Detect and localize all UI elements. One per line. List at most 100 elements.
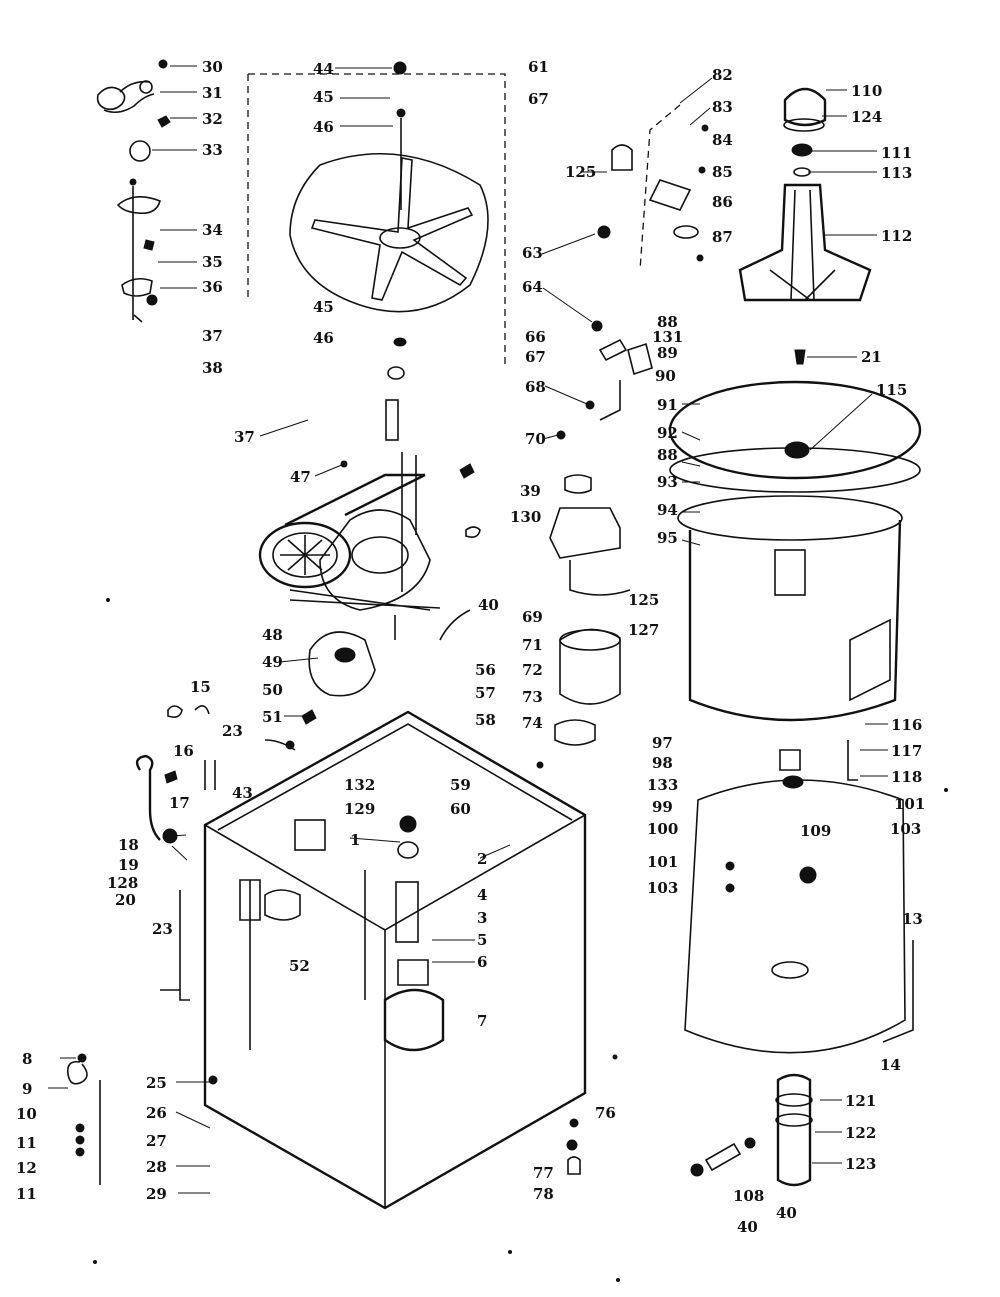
part-label: 109 xyxy=(800,822,831,840)
part-label: 47 xyxy=(290,468,311,486)
part-label: 68 xyxy=(525,378,546,396)
part-label: 5 xyxy=(477,931,487,949)
part-label: 101 xyxy=(647,853,678,871)
scan-specks xyxy=(93,598,948,1282)
part-label: 13 xyxy=(902,910,923,928)
part-label: 87 xyxy=(712,228,733,246)
part-label: 94 xyxy=(657,501,678,519)
leader-lines xyxy=(48,65,888,1194)
part-label: 97 xyxy=(652,734,673,752)
part-label: 46 xyxy=(313,118,334,136)
part-label: 4 xyxy=(477,886,487,904)
part-label: 88 xyxy=(657,446,678,464)
part-label: 83 xyxy=(712,98,733,116)
part-label: 61 xyxy=(528,58,549,76)
part-label: 129 xyxy=(344,800,375,818)
part-label: 30 xyxy=(202,58,223,76)
part-label: 9 xyxy=(22,1080,32,1098)
part-label: 92 xyxy=(657,424,678,442)
part-label: 26 xyxy=(146,1104,167,1122)
part-label: 40 xyxy=(737,1218,758,1236)
part-label: 70 xyxy=(525,430,546,448)
part-label: 44 xyxy=(313,60,334,78)
part-label: 91 xyxy=(657,396,678,414)
part-number-labels: 30 31 32 33 34 35 36 37 38 37 44 45 46 4… xyxy=(16,58,925,1236)
water-valve-assembly xyxy=(96,59,171,323)
part-label: 34 xyxy=(202,221,223,239)
part-label: 32 xyxy=(202,110,223,128)
part-label: 60 xyxy=(450,800,471,818)
part-label: 89 xyxy=(657,344,678,362)
part-label: 122 xyxy=(845,1124,876,1142)
part-label: 130 xyxy=(510,508,541,526)
pump-motor xyxy=(536,474,631,1175)
part-label: 40 xyxy=(478,596,499,614)
part-label: 86 xyxy=(712,193,733,211)
part-label: 43 xyxy=(232,784,253,802)
part-label: 56 xyxy=(475,661,496,679)
part-label: 99 xyxy=(652,798,673,816)
part-label: 15 xyxy=(190,678,211,696)
cabinet xyxy=(203,710,587,1210)
part-label: 124 xyxy=(851,108,882,126)
part-label: 29 xyxy=(146,1185,167,1203)
part-label: 45 xyxy=(313,298,334,316)
part-label: 39 xyxy=(520,482,541,500)
part-label: 93 xyxy=(657,473,678,491)
part-label: 6 xyxy=(477,953,487,971)
part-label: 123 xyxy=(845,1155,876,1173)
part-label: 49 xyxy=(262,653,283,671)
tub-and-agitator xyxy=(668,87,922,1187)
part-label: 113 xyxy=(881,164,912,182)
part-label: 59 xyxy=(450,776,471,794)
part-label: 63 xyxy=(522,244,543,262)
part-label: 118 xyxy=(891,768,922,786)
part-label: 103 xyxy=(647,879,678,897)
part-label: 38 xyxy=(202,359,223,377)
part-label: 101 xyxy=(894,795,925,813)
part-label: 12 xyxy=(16,1159,37,1177)
part-label: 10 xyxy=(16,1105,37,1123)
part-label: 2 xyxy=(477,850,487,868)
part-label: 127 xyxy=(628,621,659,639)
part-label: 18 xyxy=(118,836,139,854)
part-label: 31 xyxy=(202,84,223,102)
part-label: 48 xyxy=(262,626,283,644)
part-label: 125 xyxy=(565,163,596,181)
part-label: 3 xyxy=(477,909,487,927)
part-label: 74 xyxy=(522,714,543,732)
part-label: 58 xyxy=(475,711,496,729)
part-label: 108 xyxy=(733,1187,764,1205)
part-label: 64 xyxy=(522,278,543,296)
transmission-gearcase xyxy=(258,399,481,725)
part-label: 115 xyxy=(876,381,907,399)
part-label: 125 xyxy=(628,591,659,609)
part-label: 1 xyxy=(350,831,360,849)
part-label: 117 xyxy=(891,742,922,760)
part-label: 98 xyxy=(652,754,673,772)
part-label: 100 xyxy=(647,820,678,838)
part-label: 67 xyxy=(525,348,546,366)
part-label: 8 xyxy=(22,1050,32,1068)
part-label: 23 xyxy=(222,722,243,740)
part-label: 16 xyxy=(173,742,194,760)
part-label: 35 xyxy=(202,253,223,271)
part-label: 67 xyxy=(528,90,549,108)
part-label: 90 xyxy=(655,367,676,385)
part-label: 73 xyxy=(522,688,543,706)
part-label: 110 xyxy=(851,82,882,100)
part-label: 46 xyxy=(313,329,334,347)
part-label: 78 xyxy=(533,1185,554,1203)
part-label: 45 xyxy=(313,88,334,106)
part-label: 19 xyxy=(118,856,139,874)
part-label: 37 xyxy=(202,327,223,345)
part-label: 76 xyxy=(595,1104,616,1122)
part-label: 17 xyxy=(169,794,190,812)
part-label: 14 xyxy=(880,1056,901,1074)
part-label: 66 xyxy=(525,328,546,346)
part-label: 57 xyxy=(475,684,496,702)
part-label: 85 xyxy=(712,163,733,181)
part-label: 20 xyxy=(115,891,136,909)
part-label: 116 xyxy=(891,716,922,734)
